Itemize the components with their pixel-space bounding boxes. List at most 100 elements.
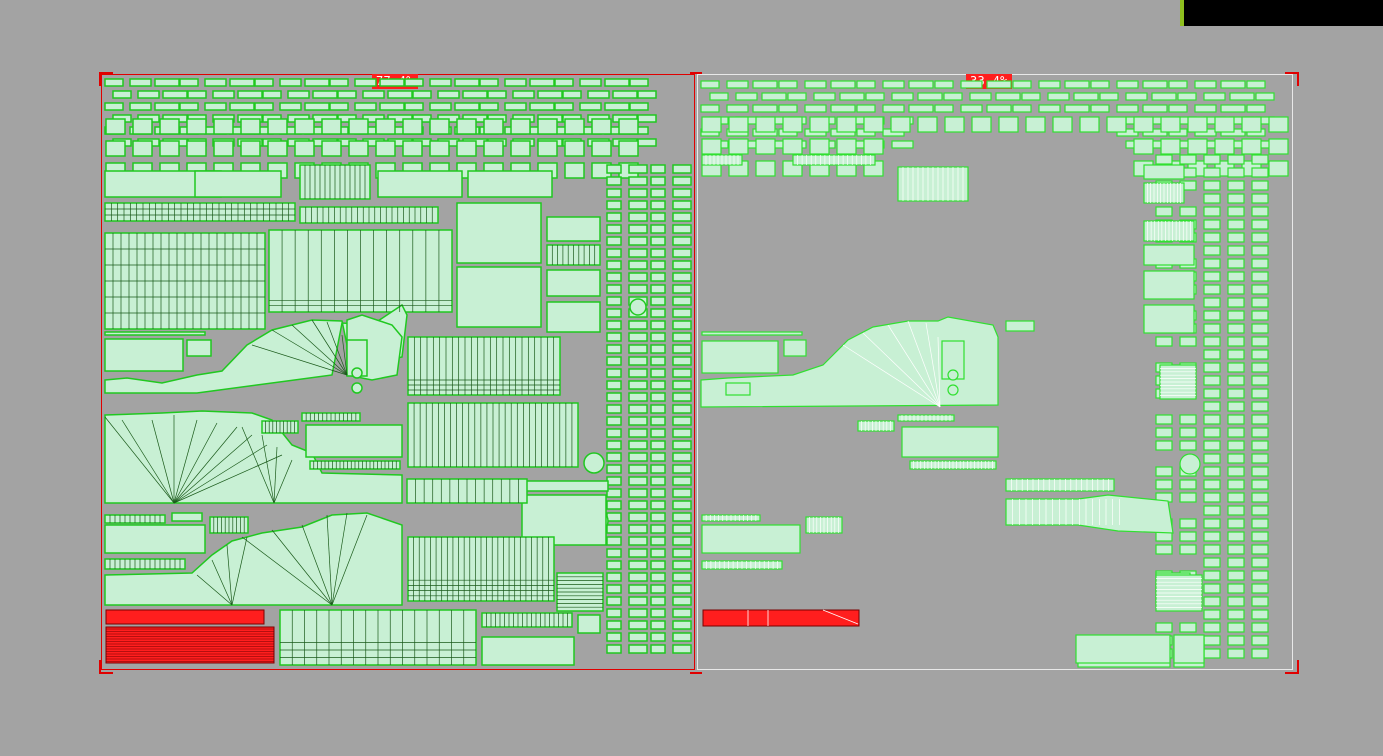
- uv-island: [863, 138, 884, 155]
- uv-island: [1227, 596, 1245, 607]
- uv-island: [606, 380, 622, 390]
- uv-circle: [583, 452, 605, 474]
- uv-island: [537, 118, 558, 135]
- selection-corner-br: [1285, 660, 1299, 674]
- uv-island: [865, 92, 885, 101]
- uv-island: [1229, 92, 1255, 101]
- uv-island: [650, 260, 666, 270]
- uv-island: [329, 78, 349, 87]
- uv-island: [701, 340, 779, 374]
- uv-island: [628, 548, 648, 558]
- uv-island: [755, 138, 776, 155]
- uv-edge: [231, 536, 248, 606]
- uv-island: [412, 90, 432, 99]
- uv-island: [1214, 116, 1235, 133]
- uv-island: [606, 440, 622, 450]
- uv-island: [186, 339, 212, 357]
- uv-island: [1025, 116, 1046, 133]
- uv-island: [1203, 492, 1221, 503]
- uv-island: [1251, 596, 1269, 607]
- uv-island: [672, 332, 692, 342]
- uv-island: [1251, 557, 1269, 568]
- uv-circle: [947, 369, 959, 381]
- uv-island-overlap: [702, 609, 860, 627]
- uv-edge: [273, 446, 278, 504]
- uv-island: [1251, 362, 1269, 373]
- uv-island: [1203, 297, 1221, 308]
- uv-island: [672, 452, 692, 462]
- uv-island: [606, 248, 622, 258]
- uv-island: [1179, 440, 1197, 451]
- uv-island: [229, 78, 255, 87]
- uv-island: [304, 102, 330, 111]
- uv-island: [362, 90, 385, 99]
- uv-island: [650, 200, 666, 210]
- uv-island: [1268, 160, 1289, 177]
- uv-islands-left[interactable]: [102, 75, 696, 671]
- uv-island: [1064, 104, 1090, 113]
- uv-island: [606, 236, 622, 246]
- uv-islands-right[interactable]: [698, 75, 1294, 671]
- uv-edge: [273, 459, 293, 504]
- uv-island: [537, 140, 558, 157]
- uv-island: [132, 140, 153, 157]
- uv-island: [1203, 648, 1221, 659]
- uv-island: [755, 116, 776, 133]
- uv-edge: [341, 334, 348, 376]
- uv-island: [606, 584, 622, 594]
- uv-island: [606, 392, 622, 402]
- uv-island: [1251, 154, 1269, 165]
- uv-island: [1227, 570, 1245, 581]
- uv-island: [650, 548, 666, 558]
- uv-island: [672, 296, 692, 306]
- uv-island: [650, 620, 666, 630]
- uv-island: [628, 596, 648, 606]
- uv-island: [1227, 310, 1245, 321]
- uv-island: [628, 500, 648, 510]
- uv-island-overlap: [105, 626, 275, 664]
- uv-island: [650, 512, 666, 522]
- uv-island: [104, 410, 403, 504]
- uv-island: [348, 118, 369, 135]
- uv-island: [1203, 440, 1221, 451]
- uv-island: [1251, 258, 1269, 269]
- uv-island: [1179, 427, 1197, 438]
- uv-island: [1194, 104, 1217, 113]
- uv-island: [1155, 336, 1173, 347]
- uv-island: [1160, 116, 1181, 133]
- uv-island: [104, 512, 403, 606]
- uv-island: [1203, 284, 1221, 295]
- uv-island: [672, 488, 692, 498]
- uv-edge: [173, 454, 283, 504]
- uv-island: [1155, 622, 1173, 633]
- uv-island: [1075, 634, 1171, 664]
- uv-island: [294, 140, 315, 157]
- uv-island: [901, 426, 999, 458]
- selection-corner-tl: [99, 72, 113, 86]
- uv-edge: [251, 344, 348, 376]
- uv-island: [628, 224, 648, 234]
- uv-island: [728, 116, 749, 133]
- uv-island: [1251, 401, 1269, 412]
- uv-island: [254, 102, 274, 111]
- uv-island: [402, 118, 423, 135]
- uv-tile-right[interactable]: 33.4%: [697, 74, 1293, 670]
- uv-island: [606, 464, 622, 474]
- uv-island: [628, 200, 648, 210]
- uv-island: [587, 90, 610, 99]
- uv-island: [554, 78, 574, 87]
- uv-island: [672, 320, 692, 330]
- uv-island: [934, 104, 954, 113]
- uv-island: [186, 118, 207, 135]
- uv-island: [809, 138, 830, 155]
- uv-island: [329, 102, 349, 111]
- uv-tile-left[interactable]: 77.4%: [101, 74, 695, 670]
- uv-island: [606, 344, 622, 354]
- uv-island: [628, 236, 648, 246]
- uv-island: [1227, 466, 1245, 477]
- uv-island: [628, 572, 648, 582]
- uv-island: [628, 428, 648, 438]
- uv-edge: [271, 529, 333, 606]
- uv-island: [628, 212, 648, 222]
- uv-island: [606, 272, 622, 282]
